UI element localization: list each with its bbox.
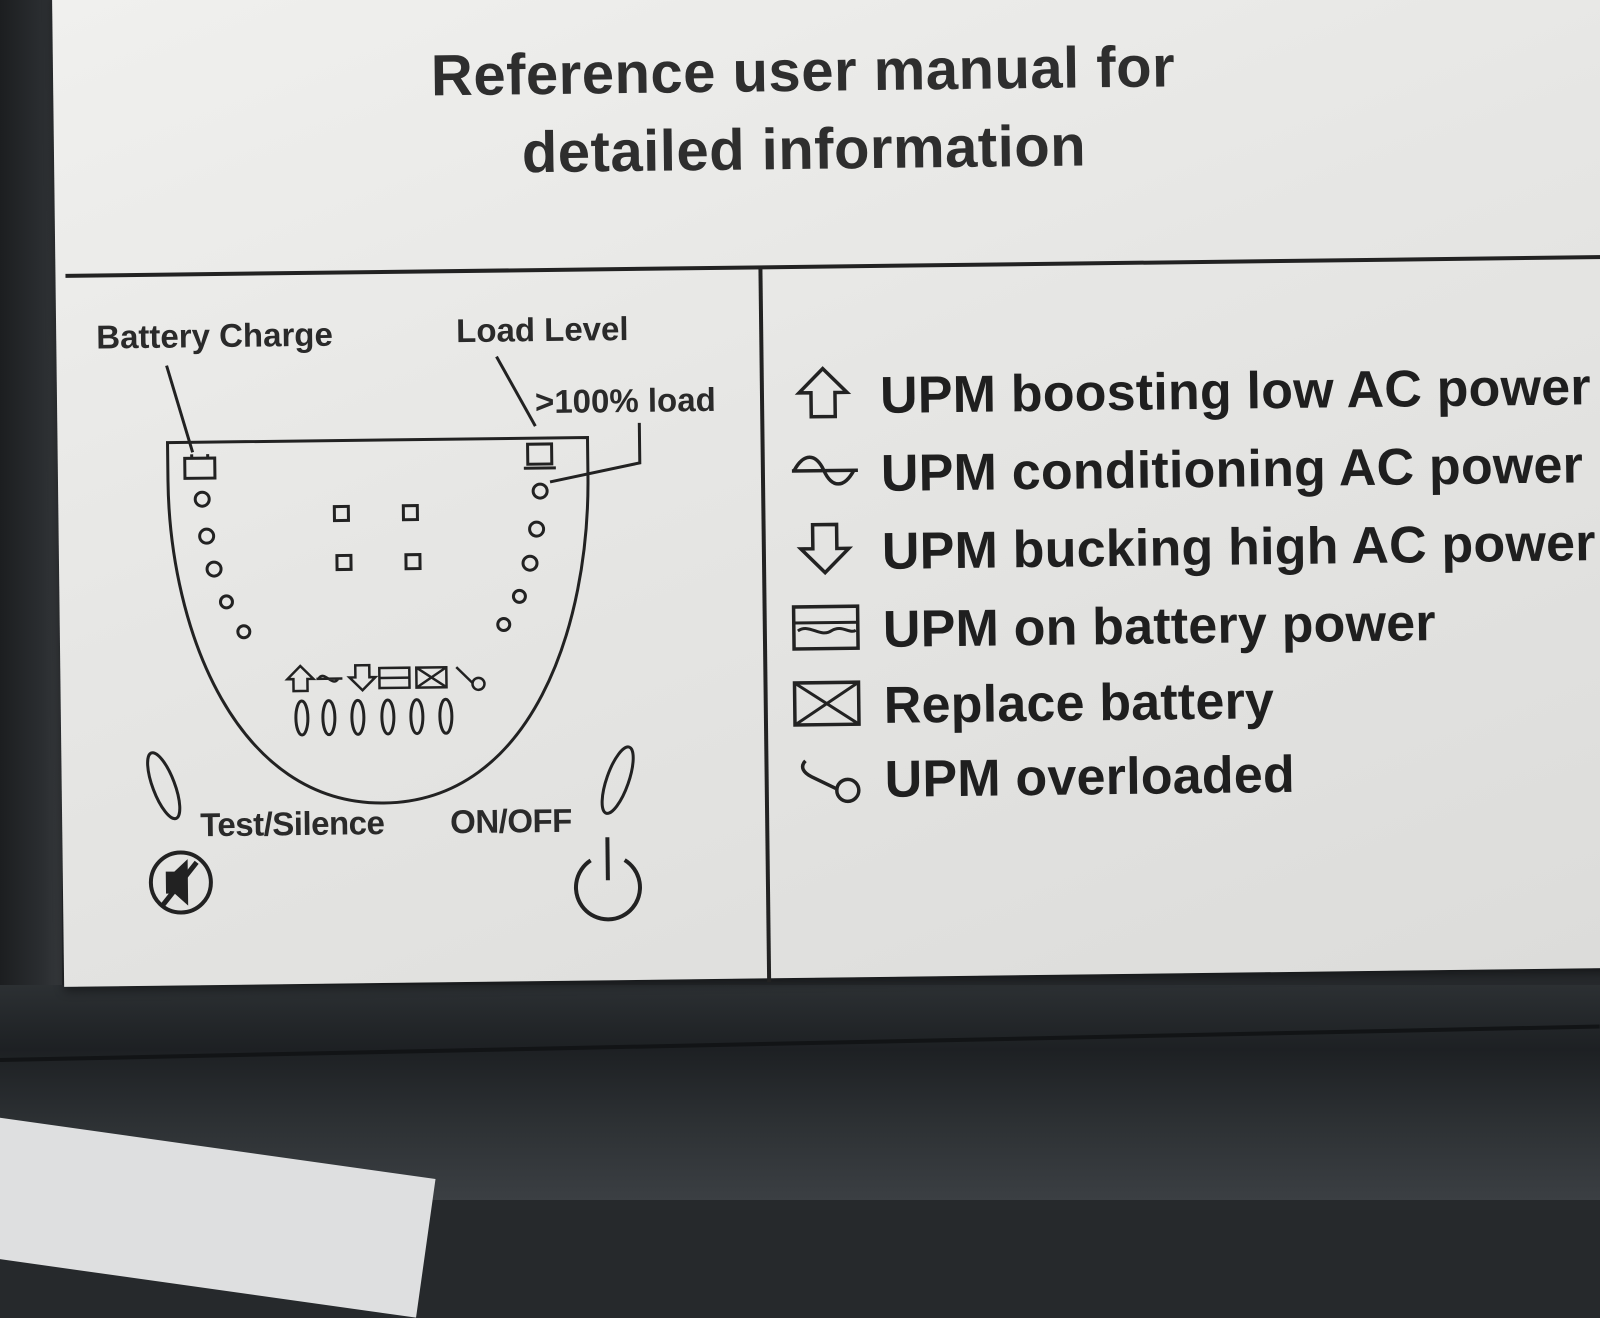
battery-led-3 [207, 562, 221, 576]
legend-item-boosting: UPM boosting low AC power [787, 353, 1600, 427]
power-icon [575, 837, 640, 920]
test-silence-label: Test/Silence [200, 804, 385, 844]
legend-text-conditioning: UPM conditioning AC power [881, 435, 1584, 504]
load-led-3 [513, 590, 525, 602]
battery-led-5 [238, 626, 250, 638]
legend-text-overloaded: UPM overloaded [884, 745, 1295, 810]
battery-led-1 [195, 492, 209, 506]
instruction-label: Reference user manual for detailed infor… [52, 0, 1600, 987]
status-led-3 [352, 700, 364, 734]
legend-item-replace-battery: Replace battery [790, 663, 1600, 737]
on-off-label: ON/OFF [450, 802, 572, 841]
mini-arrow-down-icon [349, 665, 375, 690]
arrow-up-icon [787, 362, 860, 423]
replace-battery-icon [790, 672, 863, 733]
panel-outline [168, 437, 592, 805]
legend-text-boosting: UPM boosting low AC power [880, 357, 1591, 426]
status-led-4 [382, 700, 394, 734]
mute-icon [151, 852, 212, 913]
status-icons-row [287, 664, 484, 692]
load-level-icon [524, 444, 556, 468]
status-led-5 [411, 700, 423, 734]
load-led-overload [533, 484, 547, 498]
load-led-4 [498, 618, 510, 630]
overload-leader [549, 423, 640, 482]
mini-arrow-up-icon [287, 666, 313, 691]
panel-square-4 [406, 555, 420, 569]
legend-text-bucking: UPM bucking high AC power [882, 513, 1596, 582]
legend-item-bucking: UPM bucking high AC power [788, 509, 1600, 583]
arrow-down-icon [788, 518, 861, 579]
panel-square-2 [403, 506, 417, 520]
status-led-1 [296, 701, 308, 735]
ups-case-left-edge [0, 0, 62, 990]
mini-sine-wave-icon [316, 676, 342, 682]
battery-led-2 [200, 529, 214, 543]
load-level-leader [496, 356, 535, 426]
status-led-6 [440, 699, 452, 733]
mini-overload-icon [456, 667, 472, 683]
legend-text-replace-battery: Replace battery [883, 671, 1274, 736]
panel-square-3 [337, 555, 351, 569]
load-led-1 [530, 522, 544, 536]
sine-wave-icon [788, 440, 861, 501]
battery-led-4 [220, 596, 232, 608]
test-silence-button [141, 749, 186, 822]
battery-charge-leader [167, 365, 193, 452]
status-led-2 [323, 701, 335, 735]
overload-icon [791, 746, 864, 807]
legend-text-battery-power: UPM on battery power [882, 593, 1436, 660]
battery-charge-label: Battery Charge [96, 316, 333, 357]
overload-label: >100% load [535, 381, 716, 421]
on-off-button [596, 743, 640, 816]
legend-item-battery-power: UPM on battery power [789, 587, 1600, 661]
battery-charge-icon [185, 454, 215, 478]
legend-item-overloaded: UPM overloaded [791, 737, 1600, 811]
control-panel-diagram [52, 0, 774, 992]
battery-mode-icon [789, 596, 862, 657]
legend-item-conditioning: UPM conditioning AC power [788, 431, 1600, 505]
panel-square-1 [334, 506, 348, 520]
load-led-2 [523, 556, 537, 570]
load-level-label: Load Level [456, 310, 629, 350]
